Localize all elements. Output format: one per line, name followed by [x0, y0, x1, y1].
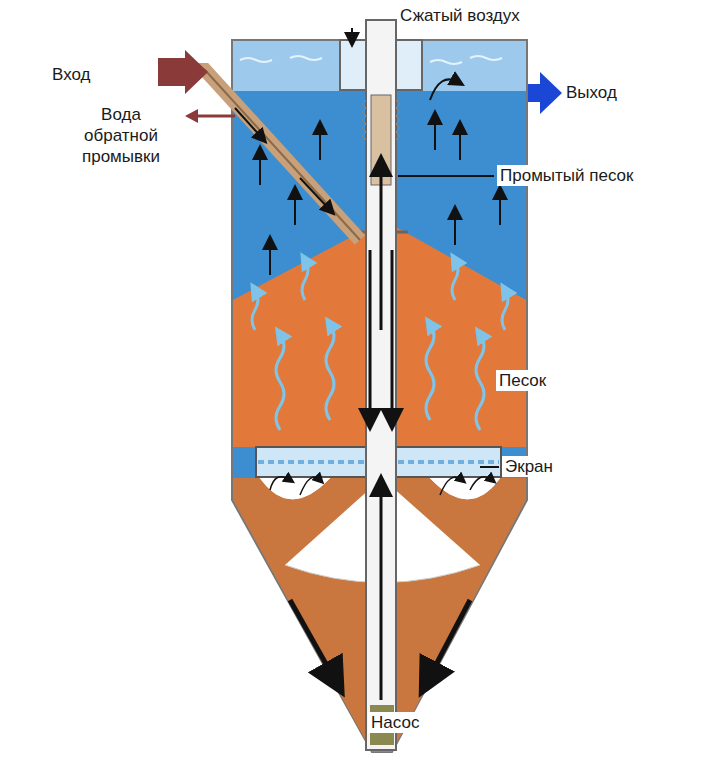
inlet-label: Вход: [52, 64, 90, 85]
backwash-label: Вода обратной промывки: [62, 104, 180, 167]
pump-label: Насос: [368, 712, 422, 733]
washed-sand-label: Промытый песок: [497, 165, 637, 186]
screen-label: Экран: [502, 456, 556, 477]
air-label: Сжатый воздух: [400, 5, 520, 26]
sand-label: Песок: [496, 370, 549, 391]
outlet-label: Выход: [566, 82, 617, 103]
